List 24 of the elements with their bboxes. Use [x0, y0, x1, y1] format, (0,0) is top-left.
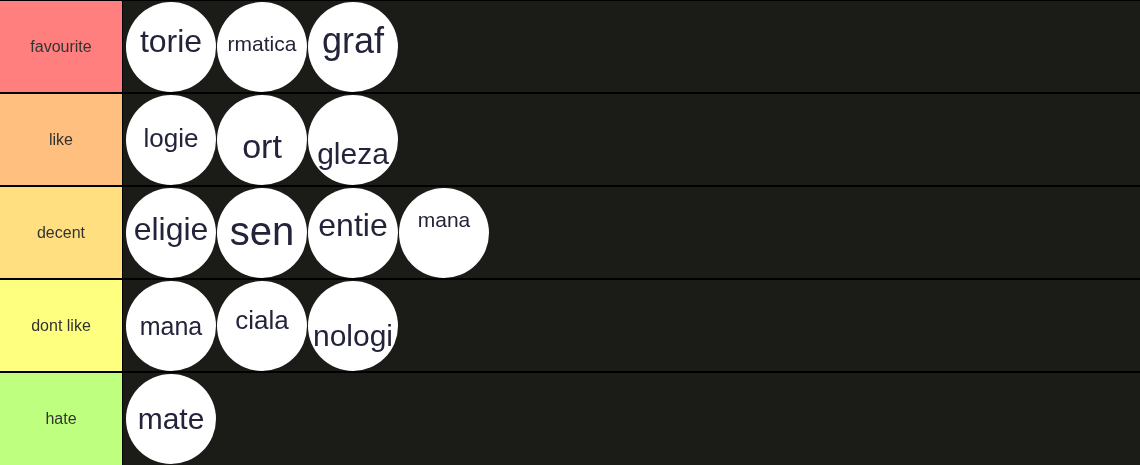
tier-row	[0, 1, 1140, 92]
tier-item: rmatica	[217, 2, 307, 92]
tier-label: decent	[0, 187, 123, 278]
tier-label: like	[0, 94, 123, 185]
tier-row	[0, 280, 1140, 371]
tier-row	[0, 94, 1140, 185]
tier-item: mate	[126, 374, 216, 464]
tier-row	[0, 187, 1140, 278]
tier-item: gleza	[308, 95, 398, 185]
tier-label: hate	[0, 373, 123, 465]
tier-item: ort	[217, 95, 307, 185]
tier-item: mana	[126, 281, 216, 371]
tier-item: nologi	[308, 281, 398, 371]
tier-label: dont like	[0, 280, 123, 371]
tier-item: mana	[399, 188, 489, 278]
tier-item: torie	[126, 2, 216, 92]
tier-item: sen	[217, 188, 307, 278]
tier-item: ciala	[217, 281, 307, 371]
tier-label: favourite	[0, 1, 123, 92]
tier-item: graf	[308, 2, 398, 92]
tier-item: entie	[308, 188, 398, 278]
tier-item: eligie	[126, 188, 216, 278]
tier-row	[0, 373, 1140, 465]
tier-item: logie	[126, 95, 216, 185]
